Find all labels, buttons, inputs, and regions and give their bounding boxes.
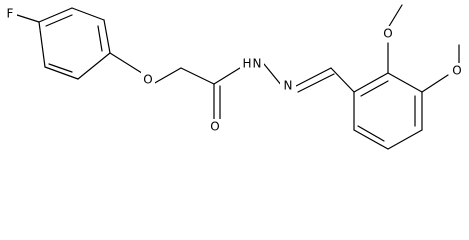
ring-bond — [38, 7, 73, 23]
top-methyl-bond — [387, 4, 403, 29]
right-methoxy-bond — [421, 74, 449, 93]
fluoro-bond — [16, 14, 40, 23]
nitrogen-nitrogen-bond — [263, 63, 283, 87]
imine-to-ring-bond — [330, 67, 355, 93]
ether-oxygen-label-bg — [141, 72, 155, 88]
right-methoxy-label-bg — [450, 63, 464, 79]
amide-nh-label-bg — [240, 56, 264, 74]
imine-double-bond — [295, 67, 332, 87]
fluorine-label-bg — [3, 6, 17, 22]
imine-nitrogen-label-bg — [280, 78, 296, 94]
ring-bond — [387, 129, 423, 150]
amide-hydrogen-label: H — [242, 57, 251, 71]
aryl-ether-bond — [109, 52, 146, 76]
ring-inner-double-bond — [97, 25, 103, 52]
fluorine-label: F — [7, 7, 14, 21]
amide-nitrogen-label: N — [253, 57, 262, 71]
ring-bond — [353, 129, 389, 150]
top-methoxy-label-bg — [381, 26, 395, 42]
imine-double-bond — [297, 73, 335, 93]
carbonyl-oxygen-label-bg — [208, 119, 222, 135]
ether-oxygen-label: O — [143, 73, 152, 87]
ring-bond — [38, 21, 46, 68]
chemical-structure-diagram: F O O H N N O O — [3, 4, 464, 150]
dimethoxyphenyl-ring — [353, 72, 423, 150]
ring-bond — [71, 7, 105, 21]
ring-bond — [44, 66, 79, 80]
carbonyl-oxygen-label: O — [210, 120, 219, 134]
fluorophenyl-ring — [38, 7, 111, 80]
molecule-drawing: F O O H N N O O — [3, 4, 464, 150]
ring-bond — [103, 19, 111, 54]
ring-bond — [77, 52, 111, 80]
ring-inner-double-bond — [357, 125, 385, 142]
ring-inner-double-bond — [48, 63, 73, 73]
top-methoxy-oxygen-label: O — [383, 27, 392, 41]
ether-methylene-bond — [152, 67, 182, 85]
methylene-carbonyl-bond — [180, 67, 215, 85]
ring-bond — [353, 72, 389, 93]
ring-bond — [387, 72, 423, 93]
right-methoxy-oxygen-label: O — [452, 64, 461, 78]
ring-inner-double-bond — [360, 80, 389, 97]
ring-inner-double-bond — [45, 14, 73, 27]
imine-nitrogen-label: N — [284, 79, 293, 93]
